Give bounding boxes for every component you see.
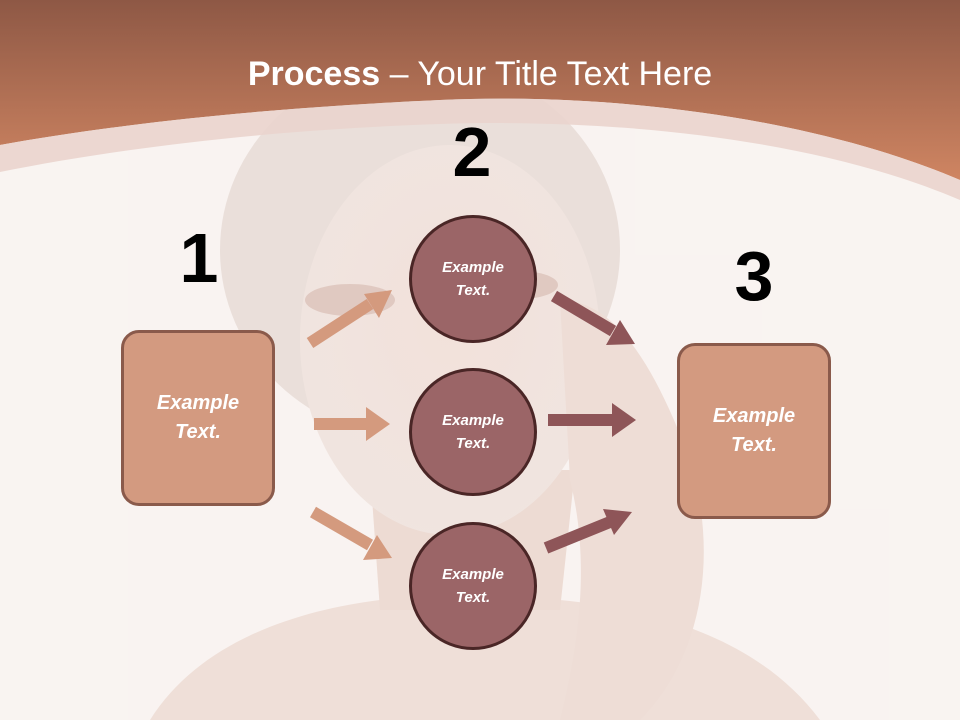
left-text-box: Example Text. xyxy=(121,330,275,506)
circle-3-line-2: Text. xyxy=(455,589,491,606)
right-text-box: Example Text. xyxy=(677,343,831,519)
arrow-to-circle-2 xyxy=(314,407,390,441)
header-band xyxy=(0,0,960,200)
arrow-from-circle-2 xyxy=(548,403,636,437)
circle-3-line-1: Example xyxy=(442,566,504,583)
circle-2-line-2: Text. xyxy=(455,435,491,452)
circle-1-line-2: Text. xyxy=(455,282,491,299)
step-number-2: 2 xyxy=(452,113,492,191)
circle-1: Example Text. xyxy=(409,215,537,343)
slide-title: Process – Your Title Text Here xyxy=(0,52,960,96)
step-number-1: 1 xyxy=(179,219,219,297)
circle-2: Example Text. xyxy=(409,368,537,496)
step-number-3: 3 xyxy=(734,237,774,315)
title-bold: Process xyxy=(247,55,381,93)
right-box-line-2: Text. xyxy=(731,434,777,456)
title-rest: – Your Title Text Here xyxy=(380,55,713,93)
circle-3: Example Text. xyxy=(409,522,537,650)
arrow-from-circle-3 xyxy=(543,509,632,554)
left-box-line-2: Text. xyxy=(175,421,221,443)
left-box-line-1: Example xyxy=(156,392,240,414)
arrow-to-circle-3 xyxy=(309,506,392,560)
right-box-line-1: Example xyxy=(712,405,796,427)
arrow-to-circle-1 xyxy=(306,290,392,349)
arrow-from-circle-1 xyxy=(550,290,635,345)
circle-1-line-1: Example xyxy=(442,259,504,276)
circle-2-line-1: Example xyxy=(442,412,504,429)
